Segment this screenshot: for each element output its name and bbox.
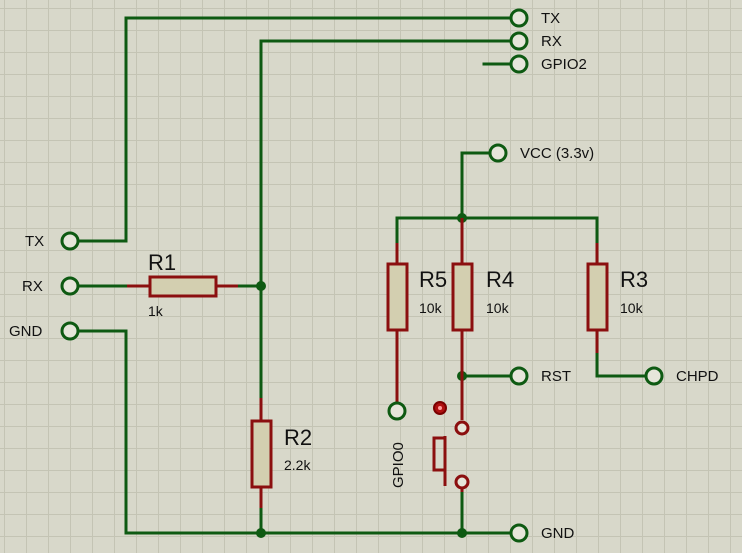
svg-text:RX: RX (541, 33, 562, 50)
resistor-r5[interactable]: R5 10k (386, 243, 447, 355)
junction-dot (256, 528, 266, 538)
resistor-value-label: 10k (419, 300, 443, 316)
svg-text:RX: RX (22, 278, 43, 295)
svg-text:GND: GND (541, 525, 575, 542)
svg-text:GPIO0: GPIO0 (390, 442, 407, 488)
wire-vcc (460, 151, 492, 220)
svg-text:TX: TX (541, 10, 560, 27)
svg-text:CHPD: CHPD (676, 368, 719, 385)
terminal-gpio2[interactable]: GPIO2 (509, 54, 587, 74)
terminal-chpd[interactable]: CHPD (644, 366, 719, 386)
wires (78, 16, 646, 535)
resistor-value-label: 10k (486, 300, 510, 316)
terminal-tx-left[interactable]: TX (25, 231, 80, 251)
terminal-rx-top[interactable]: RX (509, 31, 562, 51)
wire-rx-vertical (259, 39, 512, 288)
terminal-gnd-bottom[interactable]: GND (509, 523, 575, 543)
junction-dot (256, 281, 266, 291)
terminals: TX RX GPIO2 VCC (3.3v) TX RX GND (9, 8, 719, 543)
wire-tx (78, 16, 512, 243)
svg-text:TX: TX (25, 233, 44, 250)
junctions (256, 213, 467, 538)
resistor-ref-label: R3 (620, 267, 648, 292)
resistor-ref-label: R4 (486, 267, 514, 292)
svg-text:GND: GND (9, 323, 43, 340)
resistor-value-label: 2.2k (284, 457, 311, 473)
resistor-r4[interactable]: R4 10k (451, 218, 514, 376)
wire-gnd (78, 329, 512, 535)
resistor-value-label: 1k (148, 303, 164, 319)
wire-chpd (595, 351, 646, 378)
svg-text:VCC (3.3v): VCC (3.3v) (520, 145, 594, 162)
resistor-r3[interactable]: R3 10k (586, 243, 648, 353)
resistor-ref-label: R1 (148, 250, 176, 275)
svg-text:RST: RST (541, 368, 571, 385)
push-button-switch-icon[interactable] (432, 376, 470, 492)
terminal-rx-left[interactable]: RX (22, 276, 80, 296)
terminal-vcc[interactable]: VCC (3.3v) (488, 143, 594, 163)
svg-text:GPIO2: GPIO2 (541, 56, 587, 73)
resistor-r2[interactable]: R2 2.2k (250, 398, 312, 508)
terminal-gpio0[interactable]: GPIO0 (387, 401, 407, 488)
terminal-tx-top[interactable]: TX (509, 8, 560, 28)
terminal-gnd-left[interactable]: GND (9, 321, 80, 341)
resistor-ref-label: R2 (284, 425, 312, 450)
resistor-value-label: 10k (620, 300, 644, 316)
terminal-rst[interactable]: RST (509, 366, 571, 386)
junction-dot (457, 528, 467, 538)
resistor-ref-label: R5 (419, 267, 447, 292)
resistor-r1[interactable]: R1 1k (127, 250, 238, 319)
